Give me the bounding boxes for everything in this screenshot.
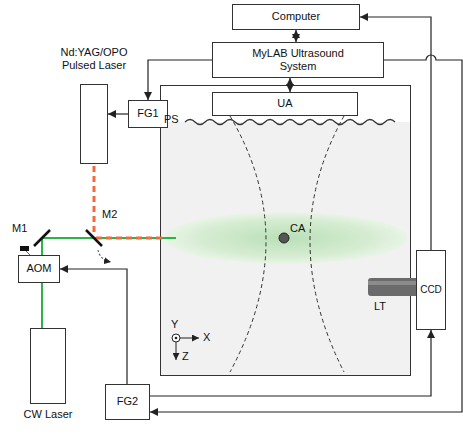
focus-curve xyxy=(230,116,266,372)
pulsed-beam xyxy=(93,166,96,236)
water-tank xyxy=(161,86,411,376)
part-label: CA xyxy=(290,222,305,235)
signal-connector xyxy=(295,30,296,42)
signal-connector xyxy=(289,78,290,92)
axis-origin xyxy=(172,334,180,342)
node-text: Computer xyxy=(272,10,320,23)
flip-arrow xyxy=(98,250,111,262)
cw-beam xyxy=(42,237,176,239)
signal-connector xyxy=(60,269,127,384)
signal-connector xyxy=(148,60,212,100)
ccd-camera-box: CCD xyxy=(416,250,446,330)
node-text: AOM xyxy=(26,262,51,275)
node-text: MyLAB Ultrasound System xyxy=(243,47,353,73)
node-text: CCD xyxy=(420,284,442,296)
node-text: UA xyxy=(277,97,292,110)
light-sheet xyxy=(164,212,408,264)
focus-curve xyxy=(310,116,344,372)
mirror-m1 xyxy=(34,230,50,246)
lens-tube-shine xyxy=(368,281,420,285)
part-label: M2 xyxy=(102,208,117,221)
node-text: FG2 xyxy=(117,395,138,408)
part-label: LT xyxy=(374,300,386,313)
beam-dump xyxy=(20,246,29,251)
axis-z xyxy=(176,342,177,360)
signal-connector xyxy=(150,55,462,412)
ultrasound-array-box: UA xyxy=(212,92,358,116)
part-label: PS xyxy=(164,113,179,126)
function-generator-box: FG1 xyxy=(128,100,168,128)
signal-connector xyxy=(150,330,431,396)
node-text: CW Laser xyxy=(20,408,76,421)
aom-box: AOM xyxy=(18,255,60,283)
axis-origin-dot xyxy=(175,337,178,340)
lens-tube xyxy=(368,278,420,296)
signal-connector xyxy=(108,113,128,114)
axis-label: Y xyxy=(171,318,178,331)
pulsed-beam xyxy=(96,237,162,240)
device-housing xyxy=(30,328,66,404)
axis-x xyxy=(180,338,199,339)
node-text: Nd:YAG/OPO Pulsed Laser xyxy=(44,46,144,72)
mirror-m2 xyxy=(86,230,102,246)
computer-box: Computer xyxy=(232,4,360,30)
axis-label: X xyxy=(203,331,210,344)
axis-label: Z xyxy=(182,350,189,363)
cw-laser: CW Laser xyxy=(20,328,76,424)
part-label: M1 xyxy=(12,222,27,235)
function-generator-box: FG2 xyxy=(105,384,150,420)
contrast-agent xyxy=(279,233,289,243)
phantom-surface xyxy=(185,120,395,125)
ultrasound-system-box: MyLAB Ultrasound System xyxy=(212,42,384,78)
node-text: FG1 xyxy=(137,107,158,120)
device-housing xyxy=(80,84,108,164)
cw-beam xyxy=(41,238,43,328)
water xyxy=(161,122,410,375)
